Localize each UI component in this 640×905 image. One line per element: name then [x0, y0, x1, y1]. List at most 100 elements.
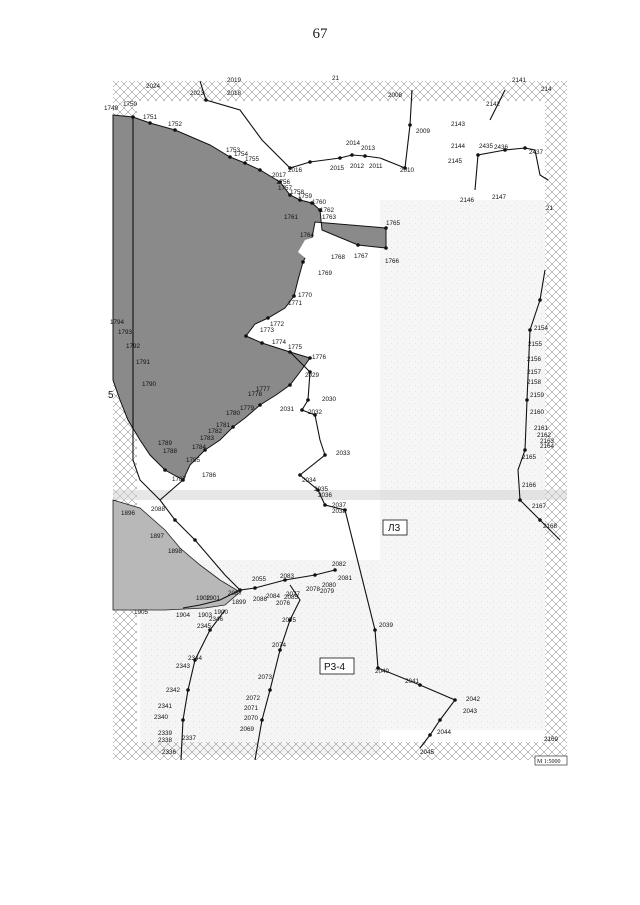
point-label: 2159: [530, 392, 545, 399]
point-label: 2074: [272, 642, 287, 649]
point-label: 1761: [284, 214, 299, 221]
point-label: 2039: [379, 622, 394, 629]
point-label: 2069: [240, 726, 255, 733]
point-label: 2166: [522, 482, 537, 489]
point-label: 1901: [206, 595, 221, 602]
zone-label: Р3-4: [324, 662, 346, 673]
point-label: 1758: [290, 189, 305, 196]
point-label: 2077: [286, 591, 301, 598]
point-label: 1787: [172, 476, 187, 483]
white-cutout: [298, 236, 320, 262]
point-label: 2075: [282, 617, 297, 624]
point-label: 1750: [123, 101, 138, 108]
point-label: 2083: [280, 573, 295, 580]
point-label: 2013: [361, 145, 376, 152]
point-label: 2160: [530, 409, 545, 416]
point-label: 1776: [312, 354, 327, 361]
point-label: 2036: [318, 492, 333, 499]
point-label: 2145: [448, 158, 463, 165]
point-label: 2032: [308, 409, 323, 416]
point-label: 2345: [197, 623, 212, 630]
point-label: 1767: [354, 253, 369, 260]
point-label: 2034: [302, 477, 317, 484]
point-label: 1785: [186, 457, 201, 464]
grey-parcel: [112, 499, 241, 611]
point-label: 2085: [284, 594, 299, 601]
edge-label-right: 21: [546, 205, 554, 212]
point-label: 1765: [386, 220, 401, 227]
point-label: 2030: [322, 396, 337, 403]
point-label: 1757: [278, 185, 293, 192]
point-label: 2344: [188, 655, 203, 662]
point-label: 1777: [256, 386, 271, 393]
point-label: 1898: [168, 548, 183, 555]
point-label: 2088: [151, 506, 166, 513]
point-label: 1789: [158, 440, 173, 447]
point-label: 2042: [466, 696, 481, 703]
point-label: 1904: [176, 612, 191, 619]
dark-parcel: [112, 114, 387, 481]
point-label: 2019: [227, 77, 242, 84]
point-label: 1768: [331, 254, 346, 261]
point-label: 2337: [182, 735, 197, 742]
point-label: 2147: [492, 194, 507, 201]
zone-label-r34: Р3-4: [319, 657, 355, 675]
point-label: 2084: [266, 593, 281, 600]
point-label: 2087: [228, 590, 243, 597]
point-label: 2158: [527, 379, 542, 386]
point-label: 2165: [522, 454, 537, 461]
point-label: 1905: [134, 609, 149, 616]
point-label: 2086: [253, 596, 268, 603]
point-label: 1779: [240, 405, 255, 412]
point-label: 2144: [451, 143, 466, 150]
point-label: 1793: [118, 329, 133, 336]
point-label: 2146: [460, 197, 475, 204]
point-label: 1902: [196, 595, 211, 602]
point-label: 2035: [314, 486, 329, 493]
point-label: 2023: [190, 90, 205, 97]
point-label: 2341: [158, 703, 173, 710]
survey-points: [131, 98, 542, 737]
point-label: 2041: [405, 678, 420, 685]
point-label: 2157: [527, 369, 542, 376]
point-label: 1769: [318, 270, 333, 277]
point-label: 2169: [544, 736, 559, 743]
point-label: 1766: [385, 258, 400, 265]
point-label: 2031: [280, 406, 295, 413]
point-label: 2437: [529, 149, 544, 156]
point-label: 2012: [350, 163, 365, 170]
point-label: 1755: [245, 156, 260, 163]
point-label: 1791: [136, 359, 151, 366]
point-label: 1900: [214, 609, 229, 616]
point-label: 2016: [288, 167, 303, 174]
point-label: 2142: [486, 101, 501, 108]
point-label: 1752: [168, 121, 183, 128]
point-label: 1764: [300, 232, 315, 239]
point-label: 1782: [208, 428, 223, 435]
point-label: 2338: [158, 737, 173, 744]
point-label: 2163: [540, 438, 555, 445]
point-label: 2070: [244, 715, 259, 722]
edge-label-left: 5: [108, 390, 114, 401]
point-label: 2055: [252, 576, 267, 583]
point-label: 2167: [532, 503, 547, 510]
point-label: 1773: [260, 327, 275, 334]
point-label: 2080: [322, 582, 337, 589]
point-label: 1754: [234, 151, 249, 158]
point-labels: 2024 2019 2023 2018 21 2008 2141 214 200…: [104, 75, 559, 756]
point-label: 2079: [320, 588, 335, 595]
point-label: 2045: [420, 749, 435, 756]
point-label: 1772: [270, 321, 285, 328]
point-label: 2008: [388, 92, 403, 99]
point-label: 1771: [288, 300, 303, 307]
point-label: 2033: [336, 450, 351, 457]
point-label: 1792: [126, 343, 141, 350]
point-label: 2024: [146, 83, 161, 90]
point-label: 1784: [192, 444, 207, 451]
point-label: 2043: [463, 708, 478, 715]
point-label: 2040: [375, 668, 390, 675]
point-label: 1763: [322, 214, 337, 221]
hatched-strip: [545, 190, 567, 560]
zone-label-l3: Л3: [382, 519, 408, 536]
point-label: 1780: [226, 410, 241, 417]
